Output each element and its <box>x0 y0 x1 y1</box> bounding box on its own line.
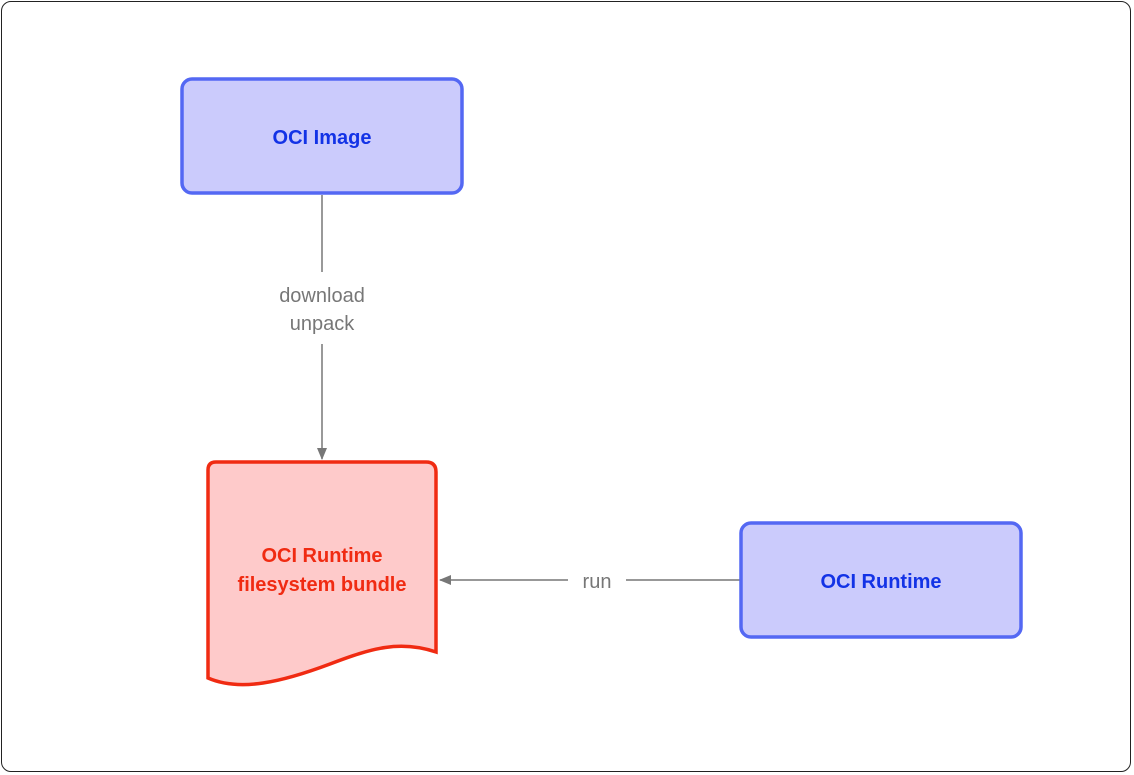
document-shape <box>206 460 438 687</box>
edge-label-download: download <box>279 285 365 307</box>
node-oci-image-label: OCI Image <box>273 127 372 149</box>
node-oci-runtime[interactable]: OCI Runtime <box>739 521 1023 639</box>
edge-label-unpack: unpack <box>290 313 355 335</box>
edge-run: run <box>439 571 740 593</box>
node-oci-image-box <box>180 77 464 195</box>
node-oci-image[interactable]: OCI Image <box>180 77 464 195</box>
node-oci-runtime-label: OCI Runtime <box>820 571 941 593</box>
node-oci-runtime-box <box>739 521 1023 639</box>
edge-label-run: run <box>583 571 612 593</box>
edge-download-unpack: download unpack <box>279 195 365 460</box>
node-bundle-label-line1: OCI Runtime <box>261 545 382 567</box>
node-bundle-label-line2: filesystem bundle <box>238 574 407 596</box>
node-runtime-bundle[interactable]: OCI Runtime filesystem bundle <box>206 460 438 687</box>
